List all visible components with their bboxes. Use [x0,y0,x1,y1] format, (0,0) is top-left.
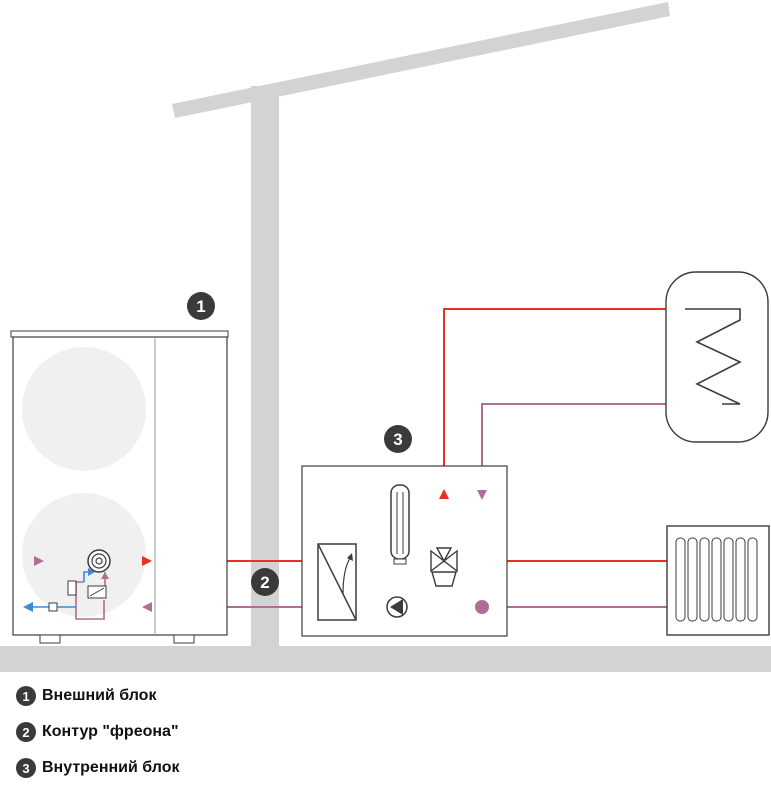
badge-freon-number: 2 [260,573,269,592]
purple-arrow-up-icon [101,572,109,579]
badge-indoor-number: 3 [393,430,402,449]
legend-label: Внутренний блок [42,759,180,776]
legend-item-indoor: 3 Внутренний блок [16,756,179,780]
plate-heat-exchanger-icon [317,543,357,621]
junction-node-icon [475,600,489,614]
inlet-arrow-icon [34,556,44,566]
expansion-valve-slash [89,587,105,597]
floor-slab [0,646,771,672]
return-arrow-outdoor-icon [142,602,152,612]
cold-arrow-icon [23,602,33,612]
roof-beam [172,2,670,118]
outdoor-unit-top [10,330,229,338]
radiator-icon [666,525,770,636]
badge-indoor-unit: 3 [384,425,412,453]
return-down-arrow-icon [477,490,487,500]
legend: 1 Внешний блок 2 Контур "фреона" 3 Внутр… [16,684,179,792]
legend-label: Контур "фреона" [42,723,179,740]
outlet-arrow-icon [142,556,152,566]
hot-water-tank-icon [665,271,769,443]
badge-outdoor-number: 1 [196,297,205,316]
wall-column [251,86,279,646]
building-structure [0,2,771,672]
legend-item-outdoor: 1 Внешний блок [16,684,179,708]
fan-bottom-icon [22,493,146,617]
legend-badge: 3 [16,758,36,778]
outdoor-unit-foot-right [173,634,195,644]
legend-item-freon: 2 Контур "фреона" [16,720,179,744]
badge-outdoor-unit: 1 [187,292,215,320]
compressor-icon [87,549,111,573]
blue-arrow-small-icon [88,568,95,576]
supply-up-arrow-icon [439,489,449,499]
three-way-valve-icon [430,547,458,587]
badge-freon-circuit: 2 [251,568,279,596]
small-valve-icon [48,602,58,612]
outdoor-unit-foot-left [39,634,61,644]
legend-label: Внешний блок [42,687,157,704]
backup-heater-icon [390,484,410,565]
circulation-pump-icon [386,596,408,618]
legend-badge: 2 [16,722,36,742]
outdoor-unit [10,330,229,644]
filter-icon [67,580,77,596]
fan-top-icon [22,347,146,471]
legend-badge: 1 [16,686,36,706]
indoor-unit [301,465,508,637]
